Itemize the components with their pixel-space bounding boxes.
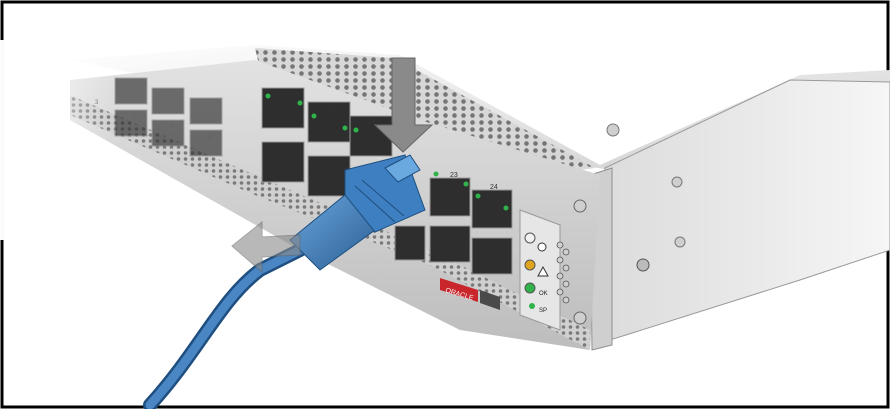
ethernet-cable	[143, 154, 426, 409]
screw-top-icon	[606, 123, 620, 137]
plug-latch	[384, 154, 421, 183]
port-number: 23	[450, 172, 458, 179]
port-number: 21	[368, 119, 376, 126]
left-arrow-icon	[231, 220, 301, 274]
panel-screw-icon	[573, 199, 587, 213]
ok-led	[524, 282, 536, 294]
warning-led	[524, 259, 536, 271]
vent-holes	[255, 48, 595, 178]
port-number: 20	[328, 105, 336, 112]
fade-overlay	[0, 40, 320, 240]
led-label-ok: OK	[539, 291, 548, 297]
ground-screw-icon	[636, 258, 650, 272]
sp-led	[529, 303, 535, 309]
led-label-sp: SP	[539, 308, 547, 314]
panel-screw-icon	[573, 311, 587, 325]
screw-icon	[671, 176, 683, 188]
screw-icon	[674, 236, 686, 248]
warning-icon	[537, 265, 549, 277]
status-led-panel: OK SP	[519, 199, 587, 331]
down-arrow-icon	[373, 57, 434, 153]
power-icon	[537, 242, 547, 252]
port-number: 24	[490, 184, 498, 191]
locator-icon	[524, 232, 536, 244]
